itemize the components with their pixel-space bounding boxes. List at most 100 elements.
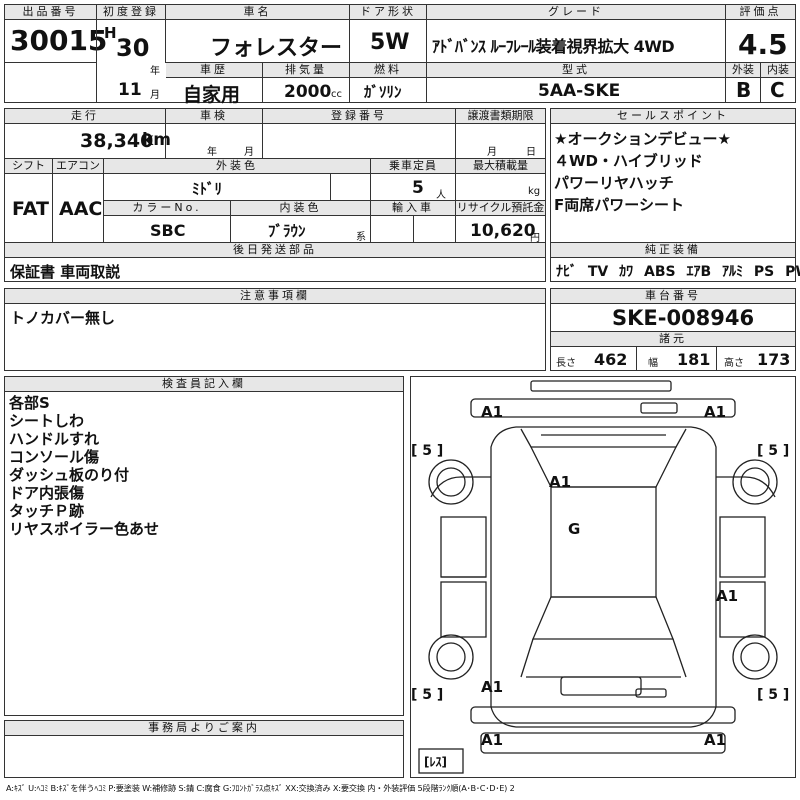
color-no-label: カラーNo.: [104, 201, 230, 216]
length-label: 長さ: [556, 358, 576, 369]
mark-right-rear: A1: [716, 587, 738, 605]
ac: AAC: [59, 198, 103, 220]
mark-front-left: A1: [481, 403, 503, 421]
chassis-block: [550, 288, 796, 371]
shift: FAT: [12, 198, 49, 220]
notes-text: トノカバー無し: [10, 309, 116, 327]
mark-rear-bumper-right: A1: [704, 731, 726, 749]
car-diagram: A1 A1 A1 G A1 A1 A1 A1 [ 5 ] [ 5 ] [ 5 ]…: [410, 376, 796, 778]
recycle: 10,620: [470, 221, 536, 241]
color-label: 外装色: [104, 159, 370, 174]
height-label: 高さ: [724, 358, 744, 369]
score: 4.5: [738, 28, 788, 61]
sales-point: F両席パワーシート: [554, 196, 684, 214]
equipment-item: TV: [587, 264, 609, 280]
sales-point: ４WD・ハイブリッド: [554, 152, 703, 170]
tire-rear-right: [ 5 ]: [757, 687, 789, 703]
month-unit: 月: [150, 90, 160, 101]
width: 181: [677, 350, 711, 369]
tire-front-right: [ 5 ]: [757, 443, 789, 459]
sales-points-label: セールスポイント: [551, 109, 795, 124]
mileage: 38,340: [80, 130, 154, 152]
lot-no: 30015: [10, 24, 108, 57]
score-label: 評価点: [726, 5, 795, 20]
dims-label: 諸元: [551, 332, 795, 347]
equipment-item: ABS: [644, 264, 676, 280]
chassis-number: SKE-008946: [612, 306, 755, 330]
mark-rear-bumper-left: A1: [481, 731, 503, 749]
interior-grade: C: [770, 78, 785, 102]
tire-front-left: [ 5 ]: [411, 443, 443, 459]
color-no: SBC: [150, 221, 186, 240]
equipment-label: 純正装備: [551, 243, 795, 258]
inspector-line: ハンドルすれ: [9, 430, 100, 448]
reg-no-label: 登録番号: [263, 109, 455, 124]
notes-label: 注意事項欄: [5, 289, 545, 304]
equipment-list: ﾅﾋﾞ TV ｶﾜ ABS ｴｱB ｱﾙﾐ PS PW: [556, 261, 800, 281]
office-label: 事務局よりご案内: [5, 721, 403, 736]
grade: ｱﾄﾞﾊﾞﾝｽ ﾙｰﾌﾚｰﾙ装着視界拡大 4WD: [432, 37, 675, 56]
legend: A:ｷｽﾞ U:ﾍｺﾐ B:ｷｽﾞを伴うﾍｺﾐ P:要塗装 W:補修跡 S:錆 …: [6, 783, 515, 793]
width-label: 幅: [648, 358, 658, 369]
fuel-label: 燃料: [350, 63, 426, 78]
chassis-label: 車台番号: [551, 289, 795, 304]
car-outline: A1 A1 A1 G A1 A1 A1 A1 [ 5 ] [ 5 ] [ 5 ]…: [411, 380, 789, 774]
transfer-month-unit: 月: [487, 147, 497, 158]
mark-hood: A1: [549, 473, 571, 491]
header-block: [4, 4, 796, 103]
lot-no-label: 出品番号: [5, 5, 96, 20]
fuel: ｶﾞｿﾘﾝ: [364, 83, 402, 101]
load-unit: kg: [528, 186, 541, 197]
mark-rear-left: A1: [481, 678, 503, 696]
length: 462: [594, 350, 628, 369]
inspector-line: 各部S: [9, 394, 50, 412]
inspector-line: シートしわ: [9, 412, 85, 430]
color: ﾐﾄﾞﾘ: [192, 180, 223, 198]
recycle-unit: 円: [530, 233, 540, 244]
transfer-day-unit: 日: [526, 147, 536, 158]
car-name-label: 車名: [166, 5, 349, 20]
interior-color: ﾌﾞﾗｳﾝ: [268, 222, 306, 240]
displacement-label: 排気量: [263, 63, 349, 78]
model: 5AA-SKE: [538, 81, 621, 101]
era: H: [104, 24, 117, 42]
interior-label: 内装: [761, 63, 795, 78]
height: 173: [757, 350, 791, 369]
exterior-label: 外装: [726, 63, 760, 78]
mark-roof: G: [568, 520, 580, 538]
equipment-item: PW: [785, 264, 800, 280]
equipment-item: PS: [753, 264, 775, 280]
equipment-item: ｶﾜ: [619, 264, 634, 280]
equipment-item: ﾅﾋﾞ: [556, 264, 577, 280]
mark-front-right: A1: [704, 403, 726, 421]
recycle-label: リサイクル預託金: [456, 201, 545, 216]
mileage-unit: km: [142, 130, 172, 150]
shift-label: シフト: [5, 159, 52, 174]
reg-month: 11: [118, 80, 142, 100]
capacity: 5: [412, 178, 424, 198]
interior-color-unit: 系: [356, 232, 366, 243]
transfer-label: 譲渡書類期限: [456, 109, 545, 124]
grade-label: グレード: [427, 5, 725, 20]
inspector-block: [4, 376, 404, 716]
displacement: 2000: [284, 82, 332, 102]
sales-point: ★オークションデビュー★: [554, 130, 731, 148]
interior-color-label: 内装色: [231, 201, 370, 216]
reg-year: 30: [116, 34, 150, 62]
inspector-label: 検査員記入欄: [5, 377, 403, 392]
later-parts-label: 後日発送部品: [5, 243, 545, 258]
later-parts: 保証書 車両取説: [10, 263, 121, 281]
equipment-item: ｱﾙﾐ: [722, 264, 744, 280]
model-label: 型式: [427, 63, 725, 78]
door: 5W: [370, 30, 410, 55]
inspection-month-unit: 月: [244, 147, 254, 158]
ac-label: エアコン: [53, 159, 103, 174]
inspector-line: リヤスポイラー色あせ: [9, 520, 160, 538]
history: 自家用: [183, 84, 241, 106]
inspection-year-unit: 年: [207, 147, 217, 158]
spare-tire: [ﾚｽ]: [424, 755, 447, 769]
inspector-line: ダッシュ板のり付: [9, 466, 130, 484]
exterior-grade: B: [736, 78, 752, 102]
inspector-line: タッチＰ跡: [9, 502, 85, 520]
mileage-label: 走行: [5, 109, 165, 124]
